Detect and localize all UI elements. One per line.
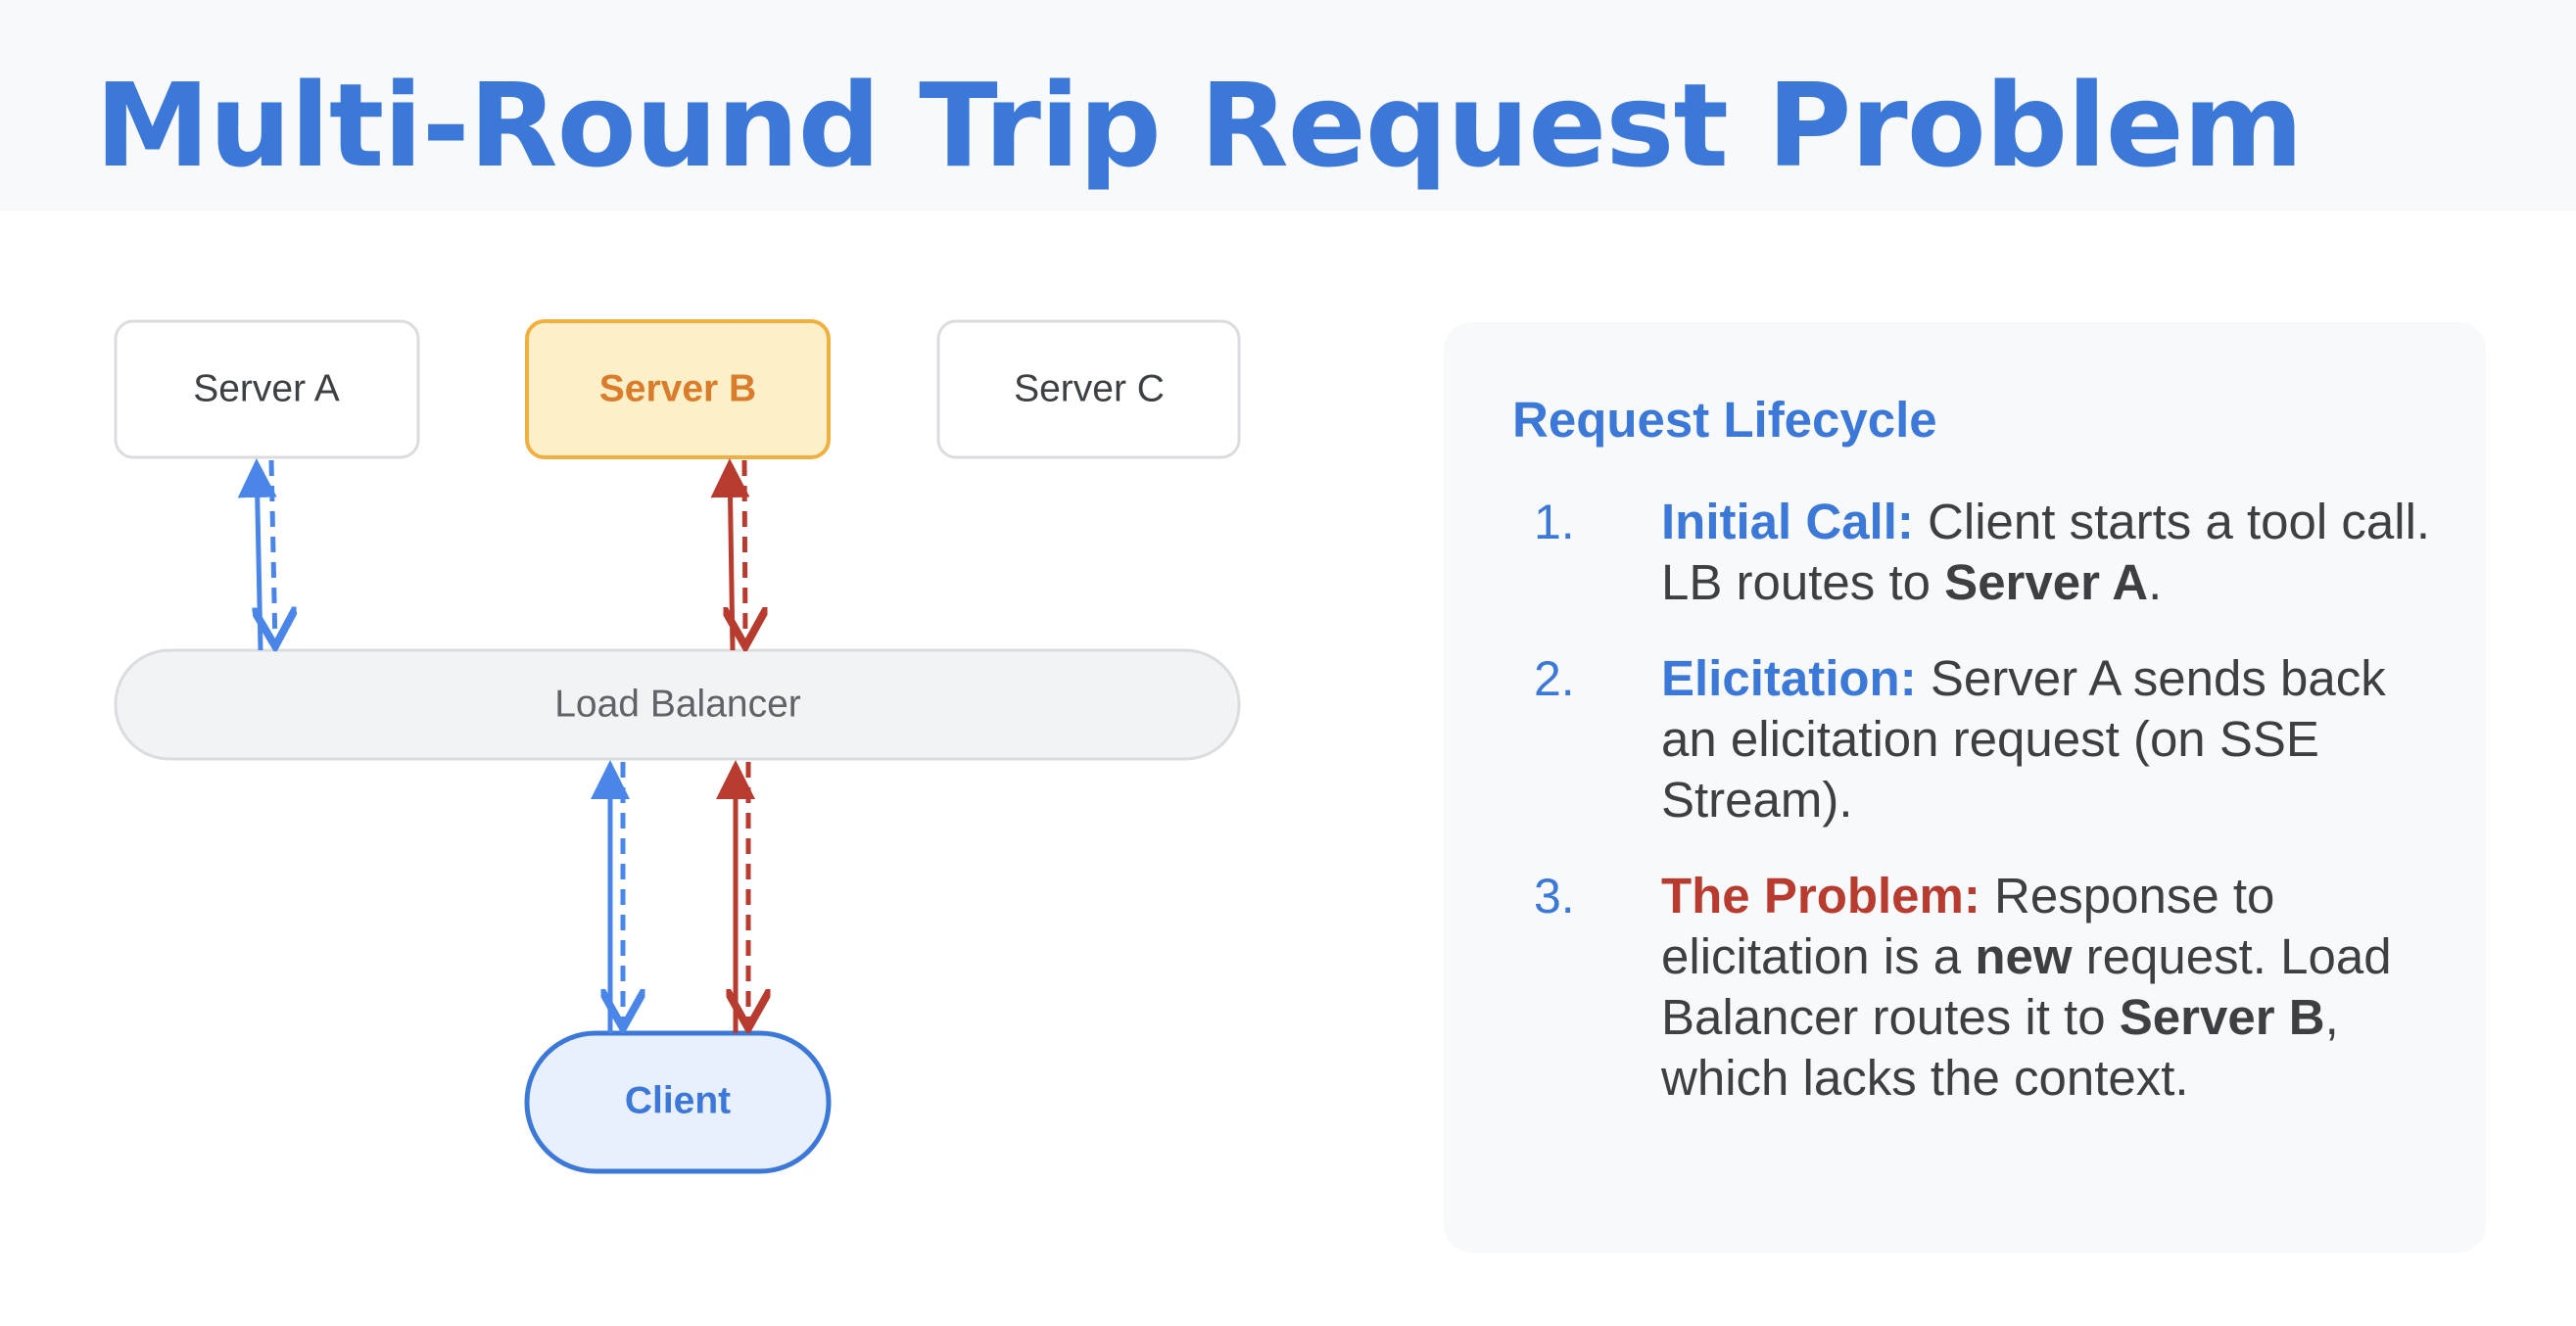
load-balancer-node: Load Balancer <box>114 648 1241 761</box>
arrow-server-a-to-lb <box>271 459 275 646</box>
step-heading: Elicitation: <box>1661 650 1917 706</box>
step-body: Client starts a tool call. LB routes to <box>1661 494 2431 610</box>
server-c-node: Server C <box>936 319 1241 459</box>
server-b-label: Server B <box>599 367 756 409</box>
arrow-lb-to-server-b <box>710 458 750 651</box>
server-b-node: Server B <box>525 319 831 459</box>
panel-heading: Request Lifecycle <box>1512 392 1937 448</box>
server-a-label: Server A <box>193 367 340 409</box>
arrow-lb-to-server-a <box>237 458 277 651</box>
title-bar <box>0 0 2576 211</box>
step-heading-problem: The Problem: <box>1661 868 1980 923</box>
step-heading: Initial Call: <box>1661 494 1914 549</box>
lifecycle-steps: 1. Initial Call: Client starts a tool ca… <box>1512 492 2453 1144</box>
step-body: Response to elicitation is a <box>1661 868 2275 984</box>
step-emphasis-server: Server B <box>2119 989 2325 1045</box>
lifecycle-step: 1. Initial Call: Client starts a tool ca… <box>1512 492 2453 613</box>
step-text: Initial Call: Client starts a tool call.… <box>1661 492 2453 613</box>
architecture-diagram: Server A Server B Server C Load Balancer… <box>114 319 1241 1174</box>
page-title: Multi-Round Trip Request Problem <box>95 58 2304 193</box>
request-lifecycle-panel: Request Lifecycle 1. Initial Call: Clien… <box>1444 322 2486 1253</box>
lifecycle-step: 3. The Problem: Response to elicitation … <box>1512 866 2453 1109</box>
step-text: The Problem: Response to elicitation is … <box>1661 866 2453 1109</box>
step-body-middle: request. Load Balancer routes it to <box>1661 928 2392 1045</box>
client-node: Client <box>524 1030 832 1174</box>
step-emphasis: new <box>1975 928 2073 984</box>
step-number: 3. <box>1534 869 1575 923</box>
server-c-label: Server C <box>1014 367 1165 409</box>
step-body-end: . <box>2148 554 2163 610</box>
arrow-server-b-to-lb <box>744 459 745 646</box>
step-body-end: , which lacks the context. <box>1661 989 2339 1106</box>
client-label: Client <box>625 1079 731 1121</box>
step-emphasis: Server A <box>1944 554 2149 610</box>
step-body: Server A sends back an elicitation reque… <box>1661 650 2386 828</box>
load-balancer-label: Load Balancer <box>554 683 801 725</box>
step-text: Elicitation: Server A sends back an elic… <box>1661 648 2453 830</box>
step-number: 2. <box>1534 651 1575 706</box>
server-a-node: Server A <box>114 319 420 459</box>
lifecycle-step: 2. Elicitation: Server A sends back an e… <box>1512 648 2453 830</box>
step-number: 1. <box>1534 495 1575 549</box>
